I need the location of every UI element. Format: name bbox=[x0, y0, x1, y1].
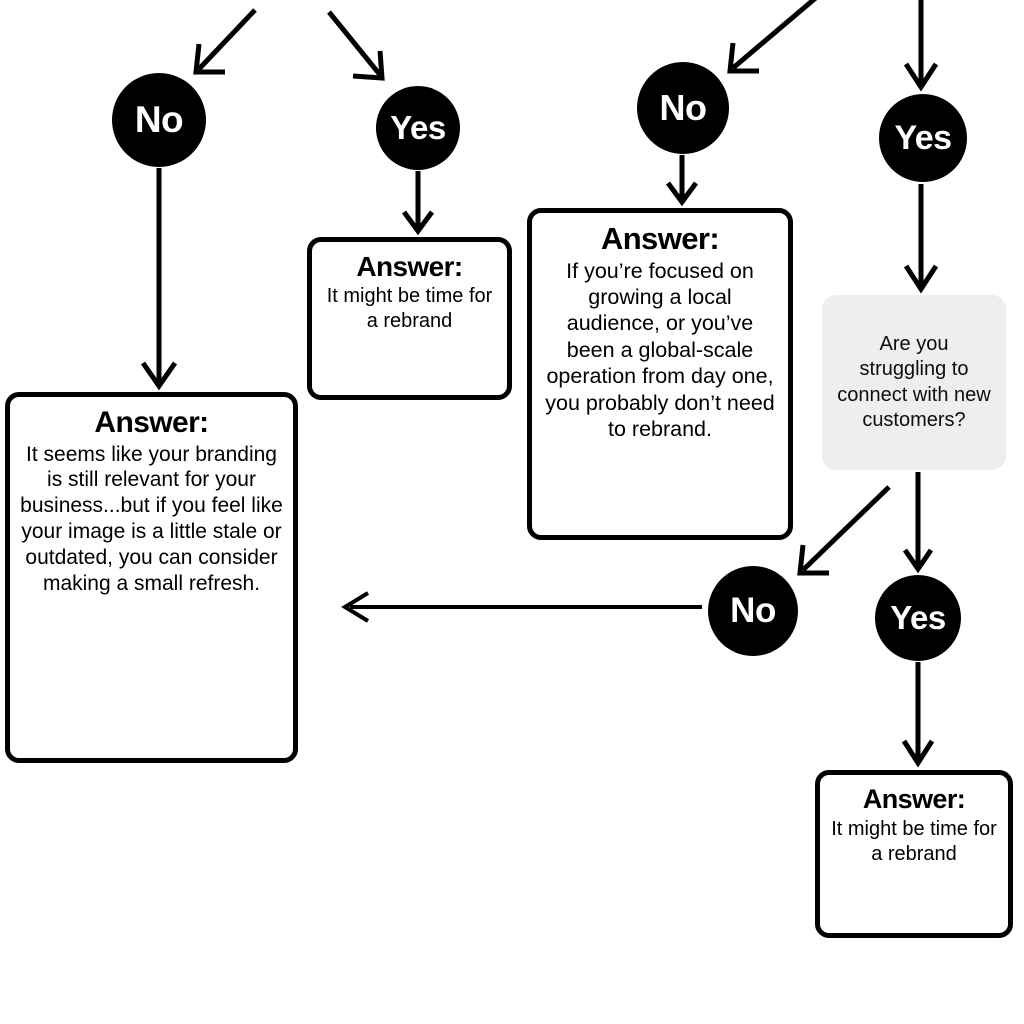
answer-box-rebrand-top: Answer: It might be time for a rebrand bbox=[307, 237, 512, 400]
question-box-connect-new-customers: Are you struggling to connect with new c… bbox=[822, 295, 1006, 470]
badge-no-bottom[interactable]: No bbox=[708, 566, 798, 656]
answer-title: Answer: bbox=[94, 406, 209, 439]
answer-body: It seems like your branding is still rel… bbox=[20, 442, 283, 595]
arrow-no-bottom-to-answer-left bbox=[341, 591, 702, 623]
question-text: Are you struggling to connect with new c… bbox=[837, 333, 991, 431]
badge-yes-middle[interactable]: Yes bbox=[879, 94, 967, 182]
badge-no-top[interactable]: No bbox=[112, 73, 206, 167]
arrow-yes-middle-to-question-customers bbox=[903, 184, 939, 294]
arrow-question-to-yes-bottom bbox=[902, 472, 934, 574]
answer-body: It might be time for a rebrand bbox=[831, 818, 997, 865]
arrow-yes-bottom-to-rebrand-bottom bbox=[901, 662, 935, 768]
answer-box-rebrand-bottom: Answer: It might be time for a rebrand bbox=[815, 770, 1013, 938]
arrow-into-no-top bbox=[193, 8, 257, 75]
arrow-into-yes-middle bbox=[903, 0, 939, 92]
arrow-yes-top-to-rebrand-top bbox=[401, 171, 435, 236]
arrow-question-to-no-bottom bbox=[797, 485, 891, 576]
arrow-no-top-to-answer-left bbox=[140, 168, 178, 391]
answer-title: Answer: bbox=[600, 221, 720, 256]
answer-body: It might be time for a rebrand bbox=[326, 285, 493, 332]
answer-body: If you’re focused on growing a local aud… bbox=[545, 258, 775, 442]
answer-title: Answer: bbox=[862, 784, 966, 814]
badge-no-middle[interactable]: No bbox=[637, 62, 729, 154]
badge-label: Yes bbox=[894, 118, 952, 157]
badge-label: Yes bbox=[390, 109, 446, 146]
badge-label: No bbox=[134, 99, 184, 140]
arrow-into-no-middle bbox=[727, 0, 818, 74]
answer-title: Answer: bbox=[356, 251, 463, 282]
badge-label: No bbox=[730, 591, 776, 630]
badge-label: Yes bbox=[890, 599, 946, 636]
answer-box-branding-relevant: Answer: It seems like your branding is s… bbox=[5, 392, 298, 763]
badge-yes-bottom[interactable]: Yes bbox=[875, 575, 961, 661]
badge-label: No bbox=[659, 87, 708, 128]
answer-box-no-rebrand-needed: Answer: If you’re focused on growing a l… bbox=[527, 208, 793, 540]
badge-yes-top[interactable]: Yes bbox=[376, 86, 460, 170]
arrow-into-yes-top bbox=[327, 10, 385, 81]
arrow-no-middle-to-answer-middle bbox=[665, 155, 699, 207]
